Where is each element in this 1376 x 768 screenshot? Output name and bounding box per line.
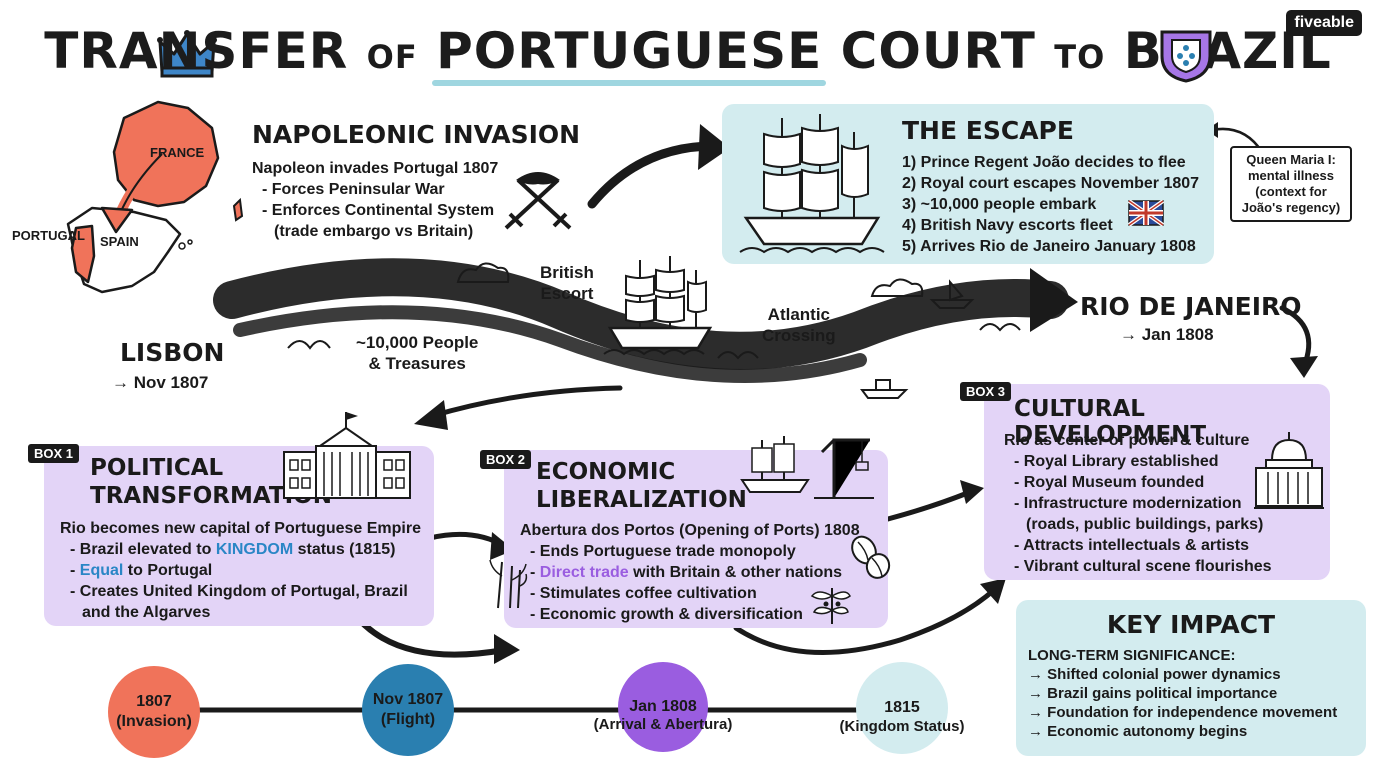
- lisbon-date: → Nov 1807: [112, 373, 209, 392]
- atlantic-crossing-label: Atlantic Crossing: [762, 305, 836, 345]
- crown-icon: [157, 30, 217, 78]
- rio-label: RIO DE JANEIRO: [1080, 292, 1302, 321]
- invasion-heading: NAPOLEONIC INVASION: [252, 120, 581, 149]
- timeline-point-1807: 1807(Invasion): [108, 666, 200, 758]
- cultural-text: Rio as center of power & culture - Royal…: [1004, 432, 1272, 575]
- box1-tag: BOX 1: [28, 444, 80, 463]
- museum-icon: [1254, 432, 1324, 509]
- timeline-point-nov-1807: Nov 1807(Flight): [362, 664, 454, 756]
- map-label-spain: SPAIN: [100, 234, 139, 249]
- timeline-label-jan-1808: (Arrival & Abertura): [593, 716, 733, 733]
- lisbon-label: LISBON: [120, 338, 225, 367]
- invasion-text: Napoleon invades Portugal 1807 - Forces …: [252, 160, 499, 240]
- palace-icon: [283, 412, 411, 499]
- timeline-label-1815: (Kingdom Status): [839, 718, 965, 735]
- people-treasures-label: ~10,000 People & Treasures: [356, 333, 479, 373]
- political-text: Rio becomes new capital of Portuguese Em…: [60, 520, 421, 621]
- coffee-plant-icon: [810, 588, 851, 624]
- key-impact-box: KEY IMPACT LONG-TERM SIGNIFICANCE: → Shi…: [1016, 600, 1366, 756]
- shield-icon: [1160, 30, 1212, 83]
- map-label-portugal: PORTUGAL: [12, 228, 85, 243]
- key-impact-text: LONG-TERM SIGNIFICANCE: → Shifted coloni…: [1028, 647, 1338, 740]
- box2-tag: BOX 2: [480, 450, 532, 469]
- cultural-heading: CULTURAL DEVELOPMENT: [1014, 396, 1207, 448]
- timeline-point-jan-1808: Jan 1808: [618, 662, 708, 752]
- british-flag-icon: [1128, 200, 1164, 226]
- timeline-point-1815: 1815: [856, 662, 948, 754]
- sugarcane-icon: [489, 559, 528, 609]
- key-impact-heading: KEY IMPACT: [1106, 610, 1276, 639]
- ship-icon: [739, 114, 885, 254]
- box3-tag: BOX 3: [960, 382, 1012, 401]
- brand-logo: fiveable: [1286, 10, 1362, 36]
- economic-box: ECONOMIC LIBERALIZATION Abertura dos Por…: [489, 436, 891, 628]
- escape-box: THE ESCAPE 1) Prince Regent João decides…: [722, 104, 1214, 264]
- economic-text: Abertura dos Portos (Opening of Ports) 1…: [520, 522, 860, 623]
- rio-date: → Jan 1808: [1120, 325, 1214, 344]
- economic-heading: ECONOMIC LIBERALIZATION: [536, 459, 747, 513]
- port-crane-icon: [740, 436, 874, 499]
- map-label-france: FRANCE: [150, 145, 205, 160]
- cultural-box: CULTURAL DEVELOPMENT Rio as center of po…: [984, 384, 1330, 580]
- escape-steps: 1) Prince Regent João decides to flee 2)…: [902, 154, 1200, 255]
- europe-map: [66, 100, 244, 294]
- escape-heading: THE ESCAPE: [902, 116, 1074, 145]
- ship-icon: [603, 256, 713, 356]
- queen-maria-note: Queen Maria I: mental illness (context f…: [1230, 146, 1352, 222]
- british-escort-label: British Escort: [540, 263, 594, 303]
- coffee-icon: [851, 535, 891, 579]
- political-box: POLITICAL TRANSFORMATION Rio becomes new…: [44, 412, 434, 626]
- crossed-swords-icon: [504, 172, 572, 230]
